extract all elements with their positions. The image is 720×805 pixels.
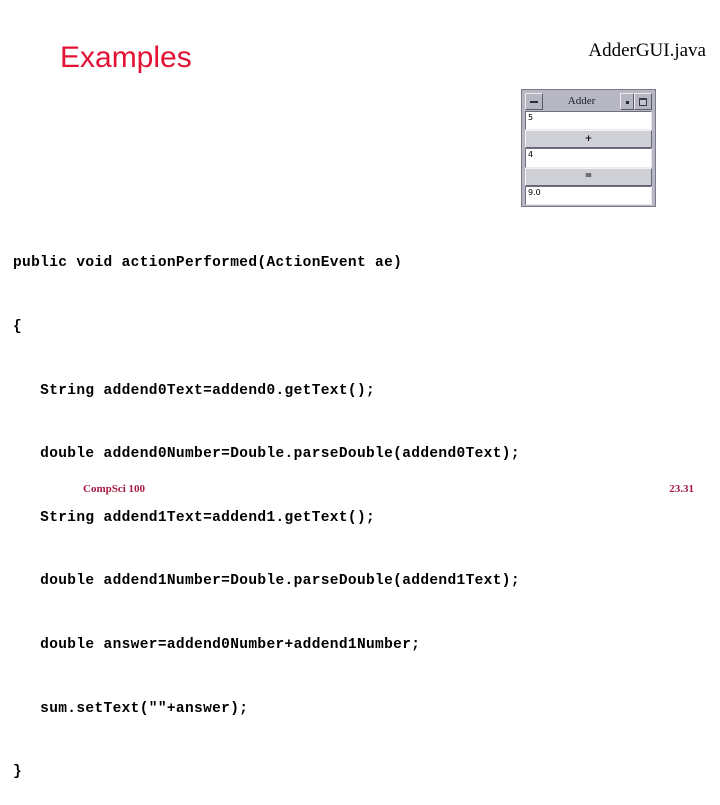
code-line: String addend0Text=addend0.getText();: [13, 382, 376, 399]
page-title: Examples: [60, 41, 192, 74]
code-line: double addend1Number=Double.parseDouble(…: [13, 573, 520, 590]
code-line: double addend0Number=Double.parseDouble(…: [13, 446, 520, 463]
window-title: Adder: [567, 95, 596, 107]
plus-label[interactable]: +: [525, 130, 652, 149]
adder-app-window: Adder 5 + 4 = 9.0: [521, 89, 656, 207]
code-line: sum.setText(""+answer);: [13, 700, 249, 717]
code-line: String addend1Text=addend1.getText();: [13, 509, 376, 526]
equals-button[interactable]: =: [525, 167, 652, 186]
code-line: public void actionPerformed(ActionEvent …: [13, 255, 403, 272]
source-file-name: AdderGUI.java: [588, 40, 706, 61]
code-line: }: [13, 764, 23, 781]
footer-page-number: 23.31: [669, 483, 694, 495]
code-line: {: [13, 319, 23, 335]
footer-course-label: CompSci 100: [83, 483, 146, 495]
restore-icon[interactable]: [620, 93, 634, 110]
window-titlebar: Adder: [525, 93, 652, 110]
code-listing: public void actionPerformed(ActionEvent …: [13, 211, 520, 805]
window-content: 5 + 4 = 9.0: [525, 111, 652, 206]
addend0-field[interactable]: 5: [525, 111, 652, 131]
sum-field[interactable]: 9.0: [525, 185, 652, 206]
maximize-icon[interactable]: [634, 93, 652, 110]
addend1-field[interactable]: 4: [525, 148, 652, 168]
code-line: double answer=addend0Number+addend1Numbe…: [13, 636, 421, 653]
minimize-icon[interactable]: [525, 93, 543, 110]
